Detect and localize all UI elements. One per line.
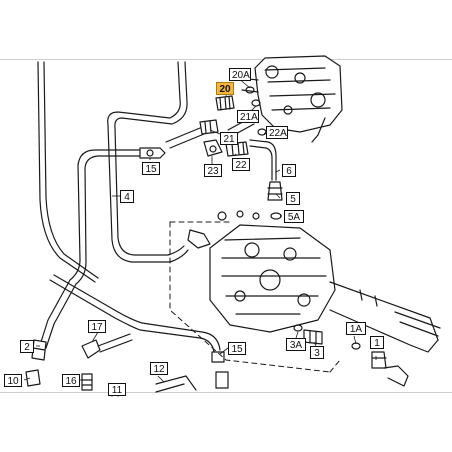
fitting-23 xyxy=(203,139,223,157)
callout-2[interactable]: 2 xyxy=(20,340,34,353)
bottom-frame-line xyxy=(0,392,452,393)
hose-15-lower xyxy=(49,274,225,363)
fitting-3 xyxy=(303,329,323,345)
callout-5A[interactable]: 5A xyxy=(284,210,304,223)
oring-20A xyxy=(245,86,255,94)
callout-10[interactable]: 10 xyxy=(4,374,22,387)
callout-23[interactable]: 23 xyxy=(204,164,222,177)
fitting-21 xyxy=(199,119,219,135)
callout-1[interactable]: 1 xyxy=(370,336,384,349)
fitting-lower-center xyxy=(215,371,229,389)
hose-12 xyxy=(155,375,197,393)
axle-shaft xyxy=(329,281,441,353)
callout-3[interactable]: 3 xyxy=(310,346,324,359)
callout-17[interactable]: 17 xyxy=(88,320,106,333)
oring-21A xyxy=(251,99,261,107)
fitting-17 xyxy=(81,333,133,359)
callout-22A[interactable]: 22A xyxy=(266,126,288,139)
callout-20[interactable]: 20 xyxy=(216,82,234,95)
callout-20A[interactable]: 20A xyxy=(229,68,251,81)
callout-6[interactable]: 6 xyxy=(282,164,296,177)
hose-loop-4 xyxy=(107,61,189,263)
fitting-16 xyxy=(81,373,93,391)
callout-11[interactable]: 11 xyxy=(108,383,126,396)
callout-4[interactable]: 4 xyxy=(120,190,134,203)
hose-6 xyxy=(165,117,277,181)
hose-15-upper xyxy=(39,147,166,349)
pump-assembly xyxy=(239,55,343,143)
fitting-hose4-end xyxy=(187,229,211,249)
callout-22[interactable]: 22 xyxy=(232,158,250,171)
fitting-20 xyxy=(215,95,235,111)
oring-22A xyxy=(257,128,267,136)
fitting-10 xyxy=(25,369,41,387)
fitting-5 xyxy=(267,181,283,201)
hose-left xyxy=(37,61,99,283)
callout-3A[interactable]: 3A xyxy=(286,338,306,351)
oring-3A xyxy=(293,324,303,332)
callout-21[interactable]: 21 xyxy=(220,132,238,145)
callout-1A[interactable]: 1A xyxy=(346,322,366,335)
callout-16[interactable]: 16 xyxy=(62,374,80,387)
callout-15-lower[interactable]: 15 xyxy=(228,342,246,355)
callout-12[interactable]: 12 xyxy=(150,362,168,375)
fitting-22 xyxy=(225,141,249,157)
fitting-1 xyxy=(371,351,409,387)
callout-21A[interactable]: 21A xyxy=(237,110,259,123)
oring-5A xyxy=(270,212,282,220)
callout-5[interactable]: 5 xyxy=(286,192,300,205)
hose-end-2 xyxy=(31,339,47,361)
top-frame-line xyxy=(0,59,452,60)
transaxle-body xyxy=(209,210,336,333)
callout-15-upper[interactable]: 15 xyxy=(142,162,160,175)
